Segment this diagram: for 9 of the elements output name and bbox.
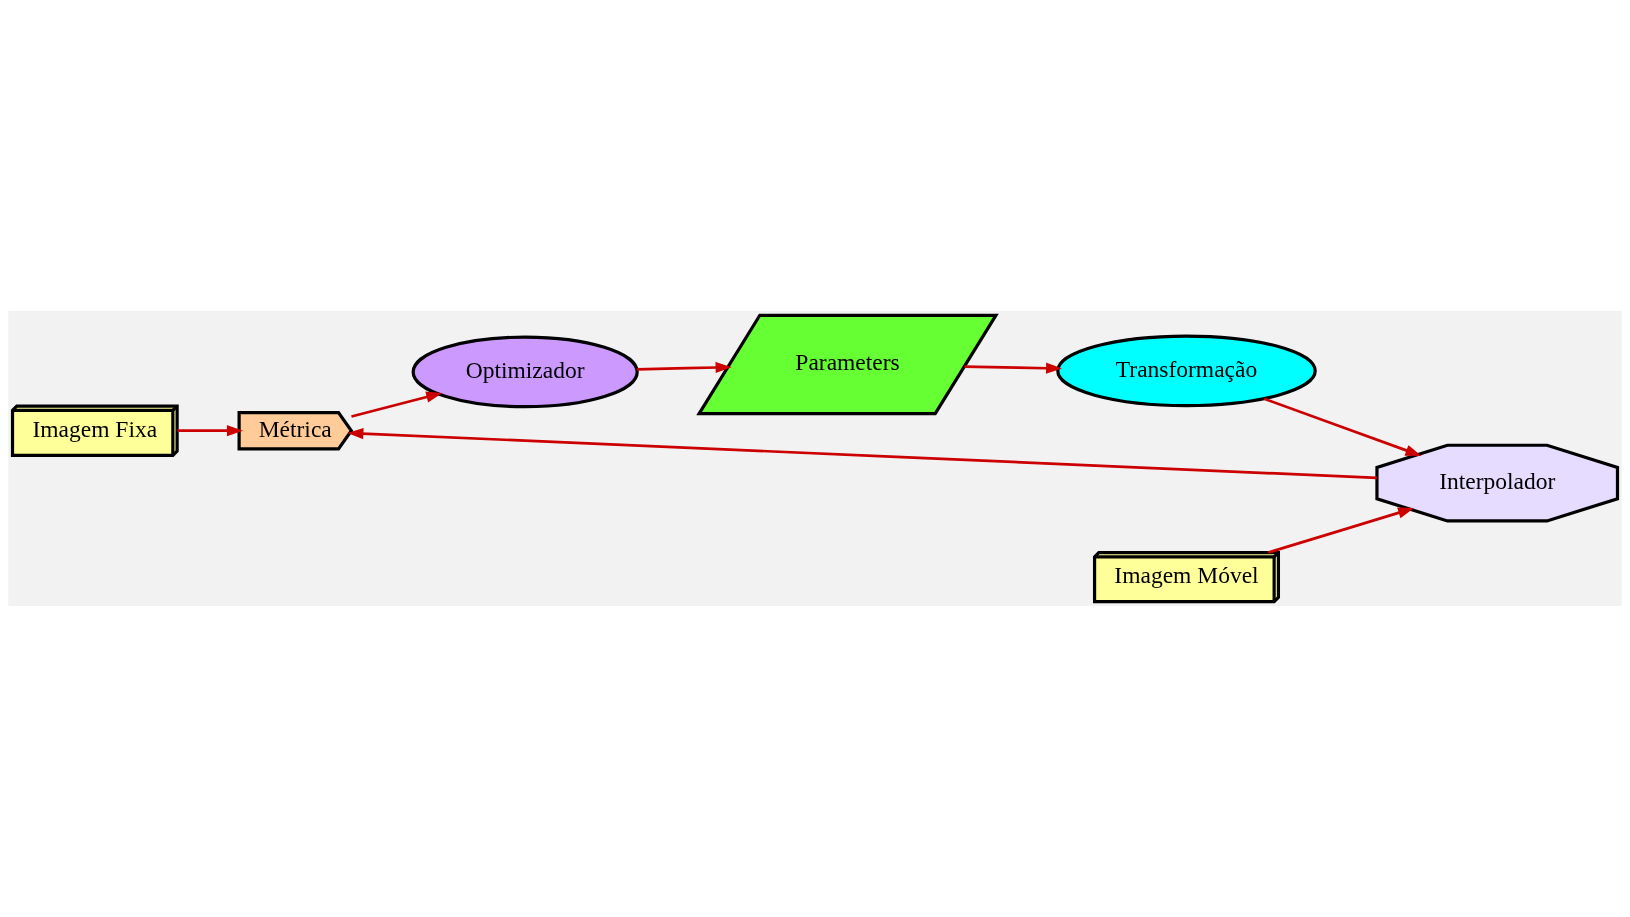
node-ellipse: Optimizador bbox=[411, 335, 639, 409]
arrow bbox=[1263, 397, 1422, 456]
arrow bbox=[1267, 507, 1415, 554]
arrow bbox=[351, 391, 443, 418]
arrow bbox=[347, 428, 1377, 480]
arrow bbox=[964, 362, 1063, 374]
node-ellipse: Transformação bbox=[1056, 334, 1317, 408]
arrow bbox=[177, 425, 243, 437]
arrow bbox=[636, 361, 732, 374]
